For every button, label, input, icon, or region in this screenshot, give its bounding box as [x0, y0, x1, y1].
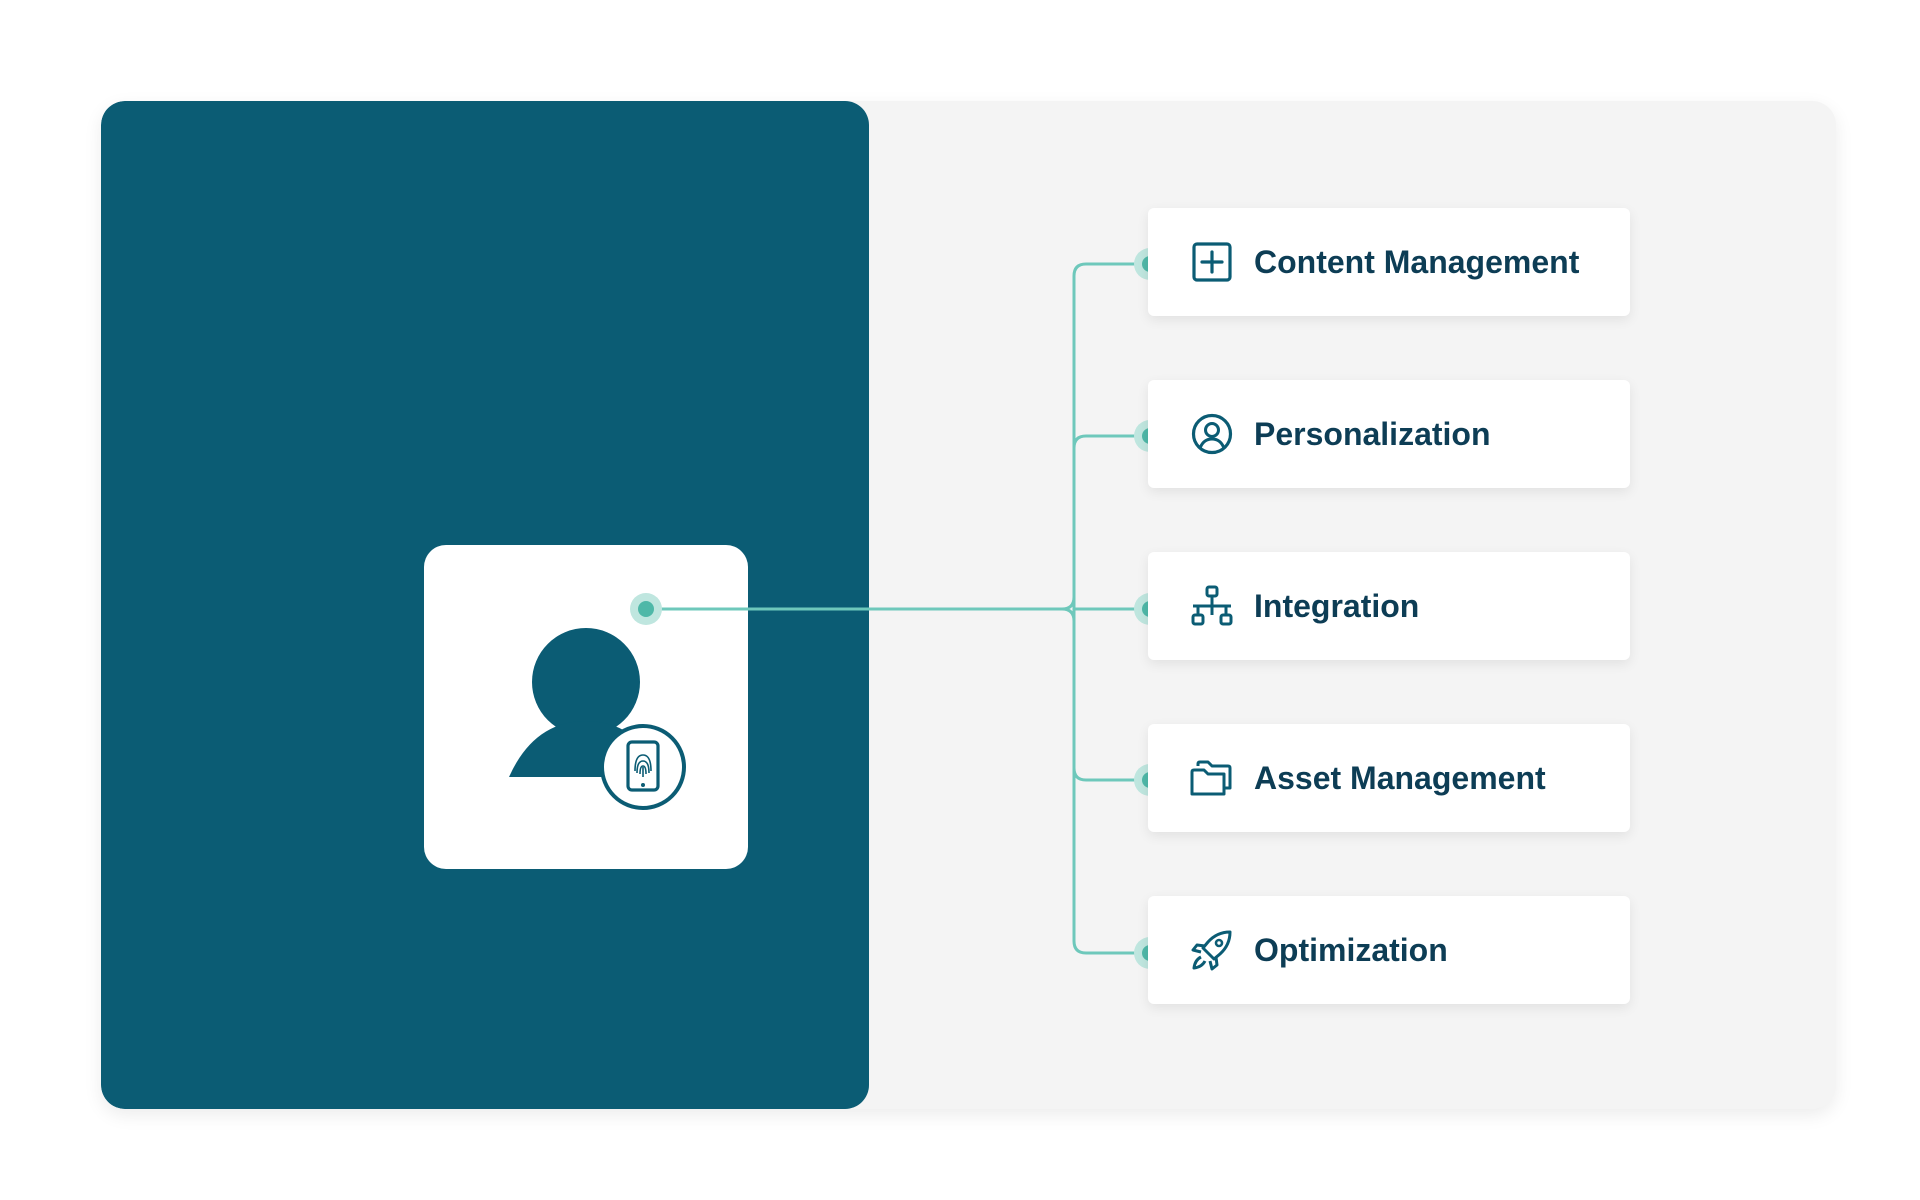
optimization-card: Optimization — [1148, 896, 1630, 1004]
plus-square-icon — [1190, 240, 1234, 284]
asset-management-label: Asset Management — [1254, 759, 1546, 796]
network-icon — [1190, 584, 1234, 628]
mobile-fingerprint-icon — [626, 740, 660, 792]
asset-management-card: Asset Management — [1148, 724, 1630, 832]
left-panel — [101, 101, 869, 1109]
user-circle-icon — [1190, 412, 1234, 456]
content-management-label: Content Management — [1254, 243, 1580, 280]
personalization-label: Personalization — [1254, 415, 1491, 452]
personalization-card: Personalization — [1148, 380, 1630, 488]
rocket-icon — [1190, 928, 1234, 972]
integration-card: Integration — [1148, 552, 1630, 660]
integration-label: Integration — [1254, 587, 1420, 624]
user-card — [424, 545, 748, 869]
content-management-card: Content Management — [1148, 208, 1630, 316]
optimization-label: Optimization — [1254, 931, 1448, 968]
user-silhouette-icon — [509, 628, 686, 810]
folders-icon — [1190, 756, 1234, 800]
